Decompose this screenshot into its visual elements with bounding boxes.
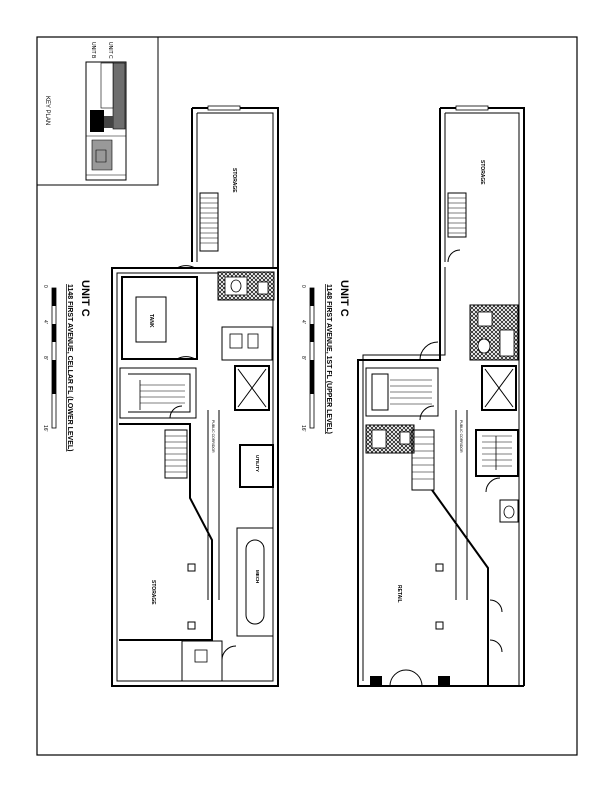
first-floor-label-front-room: RETAIL: [396, 585, 402, 603]
cellar-long-tank: [236, 527, 274, 637]
first-floor-scale-tick-0: 0: [300, 285, 306, 288]
first-floor-secondary-stair: [411, 429, 435, 491]
first-floor-title-block: UNIT C 1148 FIRST AVENUE, 1ST FL (UPPER …: [300, 280, 350, 434]
first-floor-scale-tick-2: 8': [300, 356, 306, 360]
cellar-scale-tick-2: 8': [42, 356, 48, 360]
cellar-tank-room: [121, 276, 198, 360]
cellar-plan: STORAGE TANK STORAGE UTILITY MECH PUBLIC…: [111, 105, 279, 687]
key-plan-unit-b-label: UNIT B: [90, 42, 96, 59]
cellar-stair: [119, 367, 197, 419]
cellar-label-front-room: STORAGE: [150, 580, 156, 605]
first-floor-scale-tick-3: 16': [300, 425, 306, 432]
first-floor-label-rear-room: STORAGE: [479, 160, 485, 185]
cellar-main-walls: [111, 267, 279, 687]
first-floor-unit-title: UNIT C: [338, 280, 350, 317]
cellar-scale-tick-1: 4': [42, 320, 48, 324]
cellar-title-block: UNIT C 1148 FIRST AVENUE, CELLAR FL (LOW…: [42, 280, 91, 452]
first-floor-stair-core: [365, 367, 439, 421]
cellar-column-2: [187, 621, 196, 630]
first-floor-scale-bar: [309, 287, 315, 429]
cellar-label-rear-room: STORAGE: [231, 168, 237, 193]
key-plan-frame: [36, 36, 159, 186]
first-floor-corridor-stair: [475, 429, 519, 477]
first-floor-rear-stair: [447, 192, 467, 263]
key-plan-unit-c-label: UNIT C: [107, 42, 113, 59]
first-floor-toilet: [485, 477, 519, 523]
cellar-scale-tick-0: 0: [42, 285, 48, 288]
cellar-front-room-walls: [119, 423, 213, 641]
cellar-unit-title: UNIT C: [79, 280, 91, 317]
key-plan-building: [85, 61, 127, 181]
first-floor-plan: STORAGE RETAIL PUBLIC CORRIDOR: [357, 105, 525, 687]
key-plan-title: KEY PLAN: [44, 96, 50, 125]
cellar-bathroom: [217, 271, 275, 301]
first-floor-elevator: [481, 365, 517, 411]
cellar-mechanical: [221, 326, 273, 361]
first-floor-bathroom: [365, 424, 415, 454]
key-plan-unit-c-highlight: [112, 62, 126, 130]
first-floor-kitchen: [469, 304, 519, 361]
cellar-scale-tick-3: 16': [42, 425, 48, 432]
cellar-column-1: [187, 563, 196, 572]
first-floor-main-walls: [357, 262, 524, 687]
cellar-front-stair: [164, 429, 188, 479]
first-floor-subtitle: 1148 FIRST AVENUE, 1ST FL (UPPER LEVEL): [325, 284, 332, 434]
first-floor-label-corridor: PUBLIC CORRIDOR: [459, 420, 463, 453]
cellar-label-tank: TANK: [148, 314, 154, 328]
cellar-front-bathroom: [181, 640, 237, 682]
cellar-rear-stair: [199, 192, 219, 252]
cellar-scale-bar: [51, 287, 57, 429]
key-plan: KEY PLAN UNIT C UNIT B: [36, 36, 159, 186]
first-floor-front-room-walls: [431, 489, 489, 686]
cellar-label-utility: UTILITY: [255, 455, 260, 472]
sheet-border: [36, 36, 578, 756]
cellar-label-mechanical: MECH: [255, 570, 260, 583]
cellar-elevator: [234, 365, 270, 411]
first-floor-column-2: [435, 621, 444, 630]
first-floor-column-1: [435, 563, 444, 572]
cellar-subtitle: 1148 FIRST AVENUE, CELLAR FL (LOWER LEVE…: [66, 284, 73, 452]
first-floor-scale-tick-1: 4': [300, 320, 306, 324]
cellar-label-corridor: PUBLIC CORRIDOR: [211, 420, 215, 453]
cellar-utility-room: [239, 444, 274, 488]
cellar-tank: [135, 296, 167, 343]
